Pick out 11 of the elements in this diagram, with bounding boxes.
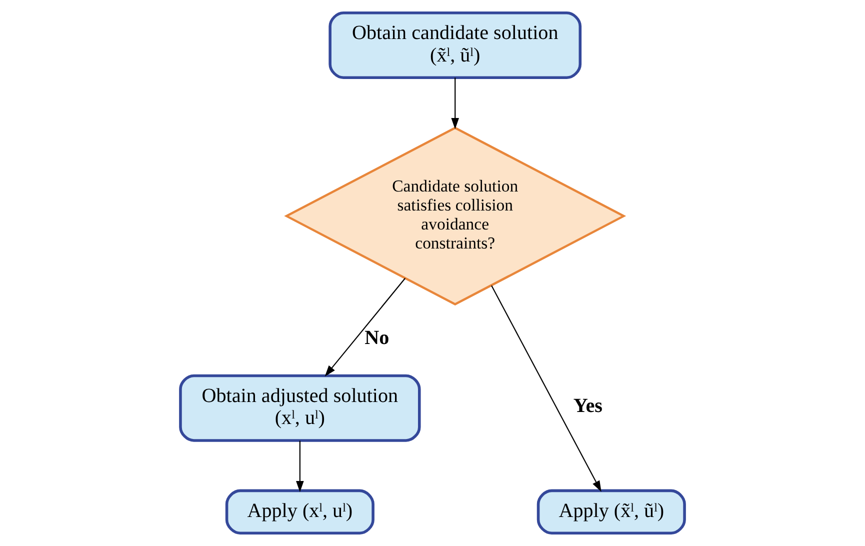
node-box: Apply (xˡ, uˡ) bbox=[225, 489, 374, 535]
arrow bbox=[324, 278, 406, 377]
arrow bbox=[451, 78, 460, 130]
arrow bbox=[296, 440, 304, 492]
node-diamond: Candidate solution satisfies collision avoidance constraints? bbox=[284, 126, 626, 306]
edge-label: No bbox=[364, 326, 390, 349]
node-box: Obtain adjusted solution (xˡ, uˡ) bbox=[179, 374, 421, 442]
arrow bbox=[491, 285, 602, 492]
node-box: Obtain candidate solution (x̃ˡ, ũˡ) bbox=[328, 11, 582, 80]
edge-label: Yes bbox=[573, 394, 602, 417]
node-box: Apply (x̃ˡ, ũˡ) bbox=[536, 489, 686, 535]
